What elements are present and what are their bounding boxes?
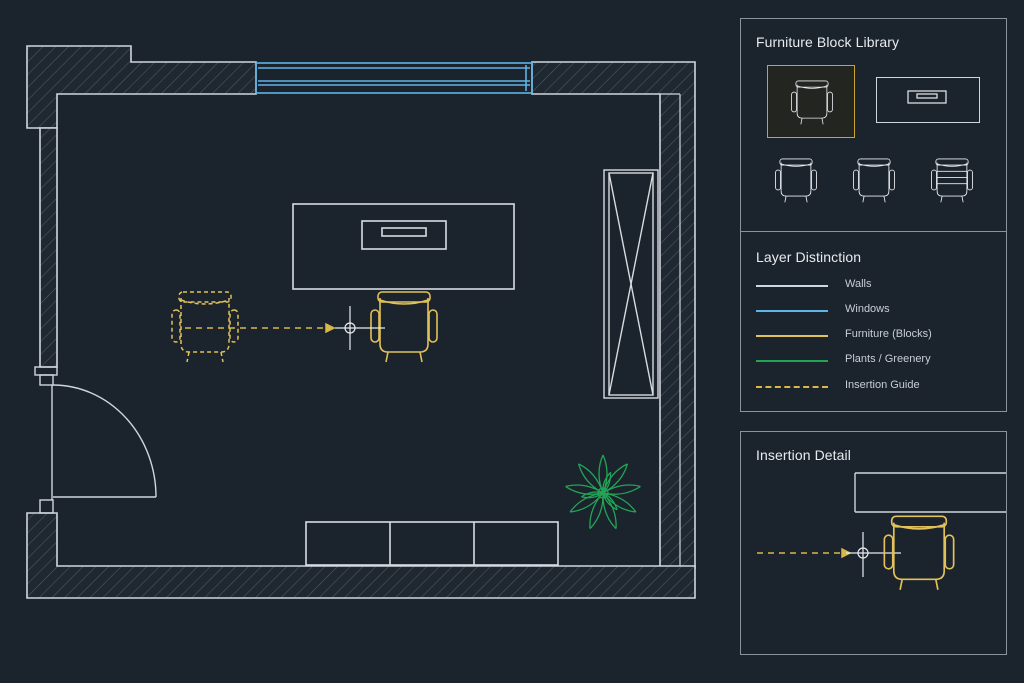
legend-swatch-walls <box>756 285 828 287</box>
insertion-guide <box>185 322 336 334</box>
window <box>255 62 533 94</box>
detail-insertion-point-marker <box>846 532 901 577</box>
library-item-armchair[interactable] <box>767 65 855 138</box>
legend-label: Furniture (Blocks) <box>845 328 932 340</box>
cabinet-block[interactable] <box>305 521 559 566</box>
insertion-detail-view[interactable] <box>741 432 1006 654</box>
walls-layer <box>26 45 696 599</box>
floor-plan-canvas[interactable] <box>0 0 730 683</box>
legend-swatch-plants <box>756 360 828 362</box>
desk-icon <box>907 90 947 104</box>
armchair-icon <box>853 158 895 203</box>
desk-block[interactable] <box>292 203 515 290</box>
legend-item-insertion-guide[interactable]: Insertion Guide <box>756 379 996 395</box>
detail-desk-edge <box>854 472 1006 513</box>
layers-title: Layer Distinction <box>756 249 862 265</box>
legend-swatch-windows <box>756 310 828 312</box>
legend-item-furniture[interactable]: Furniture (Blocks) <box>756 328 996 344</box>
plant-block[interactable] <box>565 454 641 530</box>
legend-swatch-insertion-guide <box>756 386 828 388</box>
library-item-armchair-2[interactable] <box>771 149 821 211</box>
insertion-point-marker[interactable] <box>335 306 385 350</box>
wall-segment <box>531 61 696 569</box>
detail-title: Insertion Detail <box>756 447 851 463</box>
legend-label: Windows <box>845 303 890 315</box>
furniture-block-library-panel: Furniture Block Library <box>740 18 1007 232</box>
armchair-icon <box>775 158 817 203</box>
legend-item-walls[interactable]: Walls <box>756 278 996 294</box>
armchair-icon <box>791 80 833 125</box>
legend-label: Walls <box>845 278 872 290</box>
legend-swatch-furniture <box>756 335 828 337</box>
library-item-slatted-chair[interactable] <box>927 149 977 211</box>
insertion-detail-panel: Insertion Detail <box>740 431 1007 655</box>
wall-segment <box>26 45 257 129</box>
chair-block[interactable] <box>370 291 438 363</box>
legend-label: Insertion Guide <box>845 379 920 391</box>
library-item-armchair-3[interactable] <box>849 149 899 211</box>
legend-item-windows[interactable]: Windows <box>756 303 996 319</box>
library-title: Furniture Block Library <box>756 34 900 50</box>
door <box>34 366 157 514</box>
legend-label: Plants / Greenery <box>845 353 931 365</box>
wall-segment <box>39 127 58 368</box>
detail-insertion-guide <box>757 547 852 559</box>
library-item-desk[interactable] <box>876 77 980 123</box>
slatted-chair-icon <box>931 158 973 203</box>
wardrobe-block[interactable] <box>603 169 659 399</box>
chair-ghost-block <box>171 291 239 363</box>
layer-distinction-panel: Layer Distinction Walls Windows Furnitur… <box>740 231 1007 412</box>
wall-segment <box>26 512 696 599</box>
legend-item-plants[interactable]: Plants / Greenery <box>756 353 996 369</box>
